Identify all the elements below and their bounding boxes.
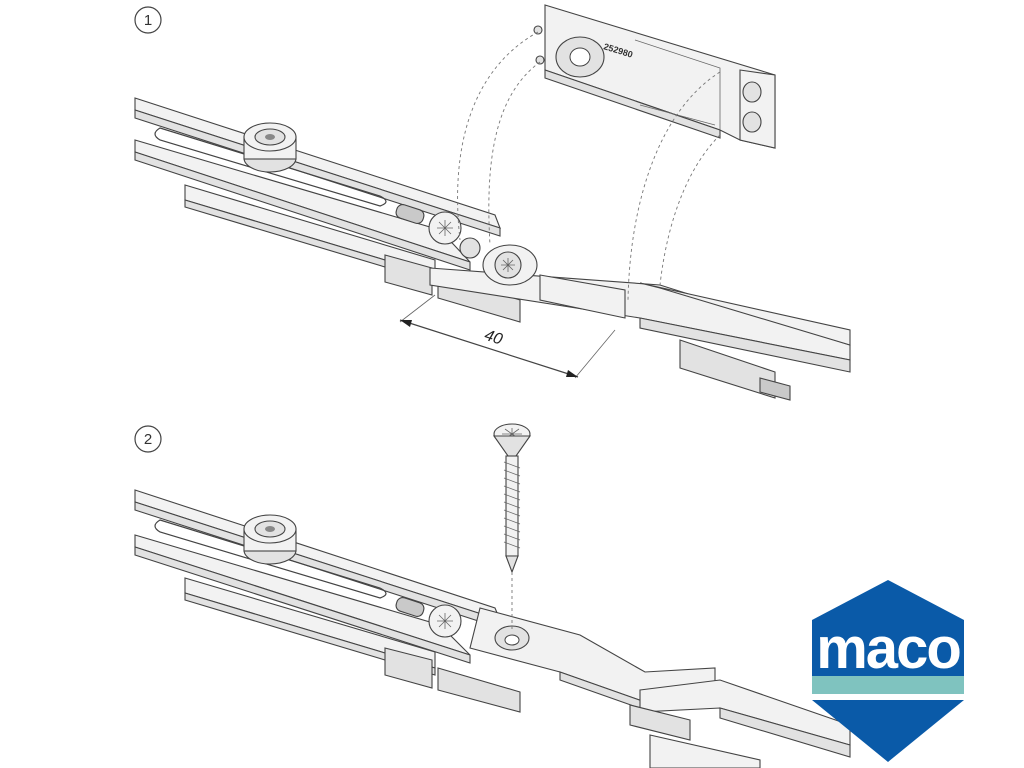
step-2-roller (243, 514, 297, 565)
logo-wordmark: maco (816, 616, 960, 681)
step-2-rail-assembly (134, 489, 851, 768)
step-2-number: 2 (144, 431, 152, 448)
step-1-number: 1 (144, 12, 152, 29)
exploded-bracket-plate: 252980 (533, 4, 776, 149)
step-1-rail-assembly (134, 97, 851, 401)
logo-shield-blue (812, 580, 964, 762)
step-1-guide-lines (457, 31, 721, 301)
logo-teal-stripe (812, 676, 964, 694)
maco-logo: maco (812, 580, 964, 762)
dimension-40: 40 (399, 294, 616, 379)
countersunk-screw (492, 423, 532, 632)
step-1-roller (243, 122, 297, 173)
dimension-value: 40 (482, 327, 504, 349)
step-1-label: 1 (134, 6, 162, 34)
step-2-label: 2 (134, 425, 162, 453)
